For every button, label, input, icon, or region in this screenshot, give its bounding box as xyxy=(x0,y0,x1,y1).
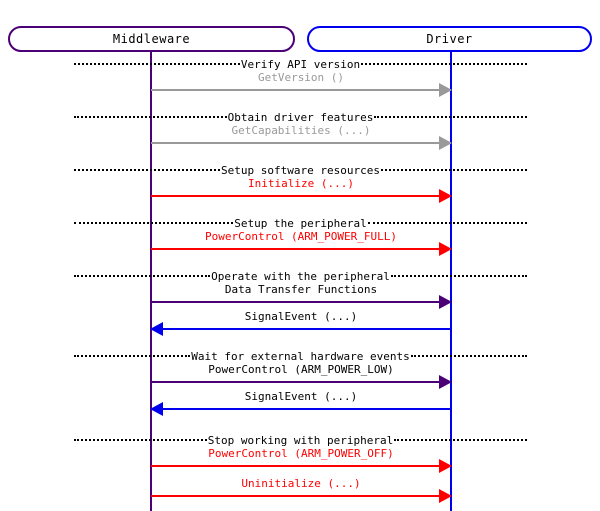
section-separator: Obtain driver features xyxy=(74,110,528,124)
separator-dash-left xyxy=(74,222,234,224)
arrowhead-icon xyxy=(150,402,163,416)
separator-dash-left xyxy=(74,355,191,357)
separator-dash-right xyxy=(410,355,528,357)
arrowhead-icon xyxy=(439,136,452,150)
separator-dash-right xyxy=(374,116,528,118)
separator-dash-left xyxy=(74,169,221,171)
message-label: Data Transfer Functions xyxy=(224,283,378,296)
separator-dash-right xyxy=(394,439,527,441)
message-arrow[interactable]: Initialize (...) xyxy=(151,177,452,204)
message-arrow[interactable]: Data Transfer Functions xyxy=(151,283,452,310)
message-arrow[interactable]: PowerControl (ARM_POWER_LOW) xyxy=(151,363,452,390)
message-label: GetCapabilities (...) xyxy=(231,124,371,137)
message-line xyxy=(151,301,451,303)
message-line xyxy=(151,195,451,197)
message-line xyxy=(151,248,451,250)
message-line xyxy=(151,328,451,330)
arrowhead-icon xyxy=(439,295,452,309)
separator-dash-right xyxy=(367,222,528,224)
message-line xyxy=(151,89,451,91)
separator-dash-right xyxy=(361,63,527,65)
section-separator: Operate with the peripheral xyxy=(74,270,527,282)
section-caption: Setup software resources xyxy=(221,163,380,177)
separator-dash-left xyxy=(74,63,240,65)
section-caption: Wait for external hardware events xyxy=(191,349,410,363)
message-label: PowerControl (ARM_POWER_FULL) xyxy=(204,230,398,243)
message-arrow[interactable]: SignalEvent (...) xyxy=(150,390,451,417)
message-label: SignalEvent (...) xyxy=(244,310,358,323)
actor-box-driver[interactable]: Driver xyxy=(307,26,592,52)
arrowhead-icon xyxy=(439,83,452,97)
message-arrow[interactable]: GetCapabilities (...) xyxy=(151,124,452,151)
message-label: Initialize (...) xyxy=(248,177,354,190)
section-caption: Operate with the peripheral xyxy=(211,269,390,283)
section-caption: Verify API version xyxy=(240,57,361,71)
message-line xyxy=(151,142,451,144)
message-line xyxy=(151,408,451,410)
separator-dash-left xyxy=(74,116,227,118)
section-caption: Stop working with peripheral xyxy=(207,433,394,447)
separator-dash-right xyxy=(390,275,527,277)
message-arrow[interactable]: Uninitialize (...) xyxy=(151,477,452,504)
separator-dash-right xyxy=(380,169,528,171)
arrowhead-icon xyxy=(150,322,163,336)
section-separator: Stop working with peripheral xyxy=(74,434,527,446)
arrowhead-icon xyxy=(439,489,452,503)
actor-label-driver: Driver xyxy=(426,32,473,46)
message-line xyxy=(151,381,451,383)
section-separator: Setup the peripheral xyxy=(74,216,528,230)
actor-label-middleware: Middleware xyxy=(112,32,191,46)
arrowhead-icon xyxy=(439,242,452,256)
message-arrow[interactable]: SignalEvent (...) xyxy=(150,310,451,337)
message-label: PowerControl (ARM_POWER_OFF) xyxy=(208,447,394,460)
section-caption: Setup the peripheral xyxy=(234,216,367,230)
section-separator: Setup software resources xyxy=(74,163,528,177)
message-label: Uninitialize (...) xyxy=(241,477,361,490)
message-line xyxy=(151,495,451,497)
separator-dash-left xyxy=(74,275,211,277)
message-arrow[interactable]: PowerControl (ARM_POWER_OFF) xyxy=(151,447,452,474)
arrowhead-icon xyxy=(439,459,452,473)
arrowhead-icon xyxy=(439,375,452,389)
arrowhead-icon xyxy=(439,189,452,203)
actor-box-middleware[interactable]: Middleware xyxy=(8,26,295,52)
message-line xyxy=(151,465,451,467)
lifeline-middleware xyxy=(150,52,152,511)
message-arrow[interactable]: PowerControl (ARM_POWER_FULL) xyxy=(151,230,452,257)
message-label: PowerControl (ARM_POWER_LOW) xyxy=(208,363,394,376)
section-caption: Obtain driver features xyxy=(227,110,374,124)
section-separator: Wait for external hardware events xyxy=(74,349,528,363)
lifeline-driver xyxy=(450,52,452,511)
message-label: SignalEvent (...) xyxy=(244,390,358,403)
message-arrow[interactable]: GetVersion () xyxy=(151,71,452,98)
message-label: GetVersion () xyxy=(257,71,345,84)
separator-dash-left xyxy=(74,439,207,441)
section-separator: Verify API version xyxy=(74,58,527,70)
